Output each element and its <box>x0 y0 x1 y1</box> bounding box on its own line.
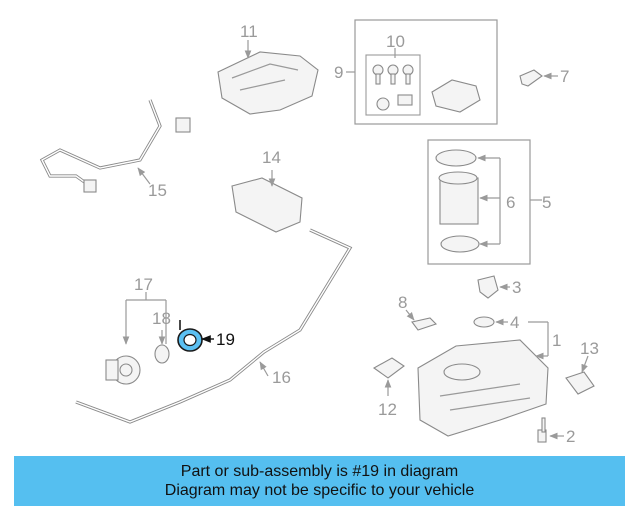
callout-18: 18 <box>152 309 171 328</box>
callout-12: 13 <box>580 339 599 358</box>
part-19-highlighted: 19 <box>177 320 235 352</box>
part-1-fuel-tank: 1 <box>417 321 561 437</box>
part-11-engine-cover: 11 <box>217 22 319 115</box>
banner-line-1: Part or sub-assembly is #19 in diagram <box>180 463 459 480</box>
part-14-bracket: 14 <box>231 148 303 233</box>
part-9-10-kit-box: 10 9 <box>334 19 498 125</box>
part-17-18-valve-assembly: 17 18 <box>105 275 171 385</box>
callout-15: 15 <box>148 181 167 200</box>
part-7-fitting: 7 <box>519 67 569 87</box>
callout-16: 16 <box>272 368 291 387</box>
banner-line-2: Diagram may not be specific to your vehi… <box>164 482 475 499</box>
part-3-valve: 3 <box>477 275 521 299</box>
callout-6: 6 <box>506 193 515 212</box>
callout-3: 3 <box>512 278 521 297</box>
part-13-connector: 12 <box>372 357 405 419</box>
callout-9: 9 <box>334 63 343 82</box>
callout-11: 11 <box>240 22 258 41</box>
part-8-clip: 8 <box>398 293 438 331</box>
part-12-module: 13 <box>565 339 599 395</box>
info-banner: Part or sub-assembly is #19 in diagram D… <box>14 456 625 506</box>
part-2-bolt: 2 <box>537 417 575 446</box>
callout-8: 8 <box>398 293 407 312</box>
parts-diagram: 11 10 9 7 15 14 <box>39 19 599 446</box>
part-5-6-pump-box: 6 5 <box>427 139 551 265</box>
callout-19: 19 <box>216 330 235 349</box>
callout-4: 4 <box>510 313 519 332</box>
part-15-harness: 15 <box>39 99 191 200</box>
part-16-fuel-line: 16 <box>75 228 353 424</box>
callout-5: 5 <box>542 193 551 212</box>
callout-13: 12 <box>378 400 397 419</box>
callout-7: 7 <box>560 67 569 86</box>
callout-10: 10 <box>386 32 405 51</box>
part-4-seal: 4 <box>473 313 519 332</box>
callout-1: 1 <box>552 331 561 350</box>
callout-2: 2 <box>566 427 575 446</box>
callout-17: 17 <box>134 275 153 294</box>
callout-14: 14 <box>262 148 281 167</box>
